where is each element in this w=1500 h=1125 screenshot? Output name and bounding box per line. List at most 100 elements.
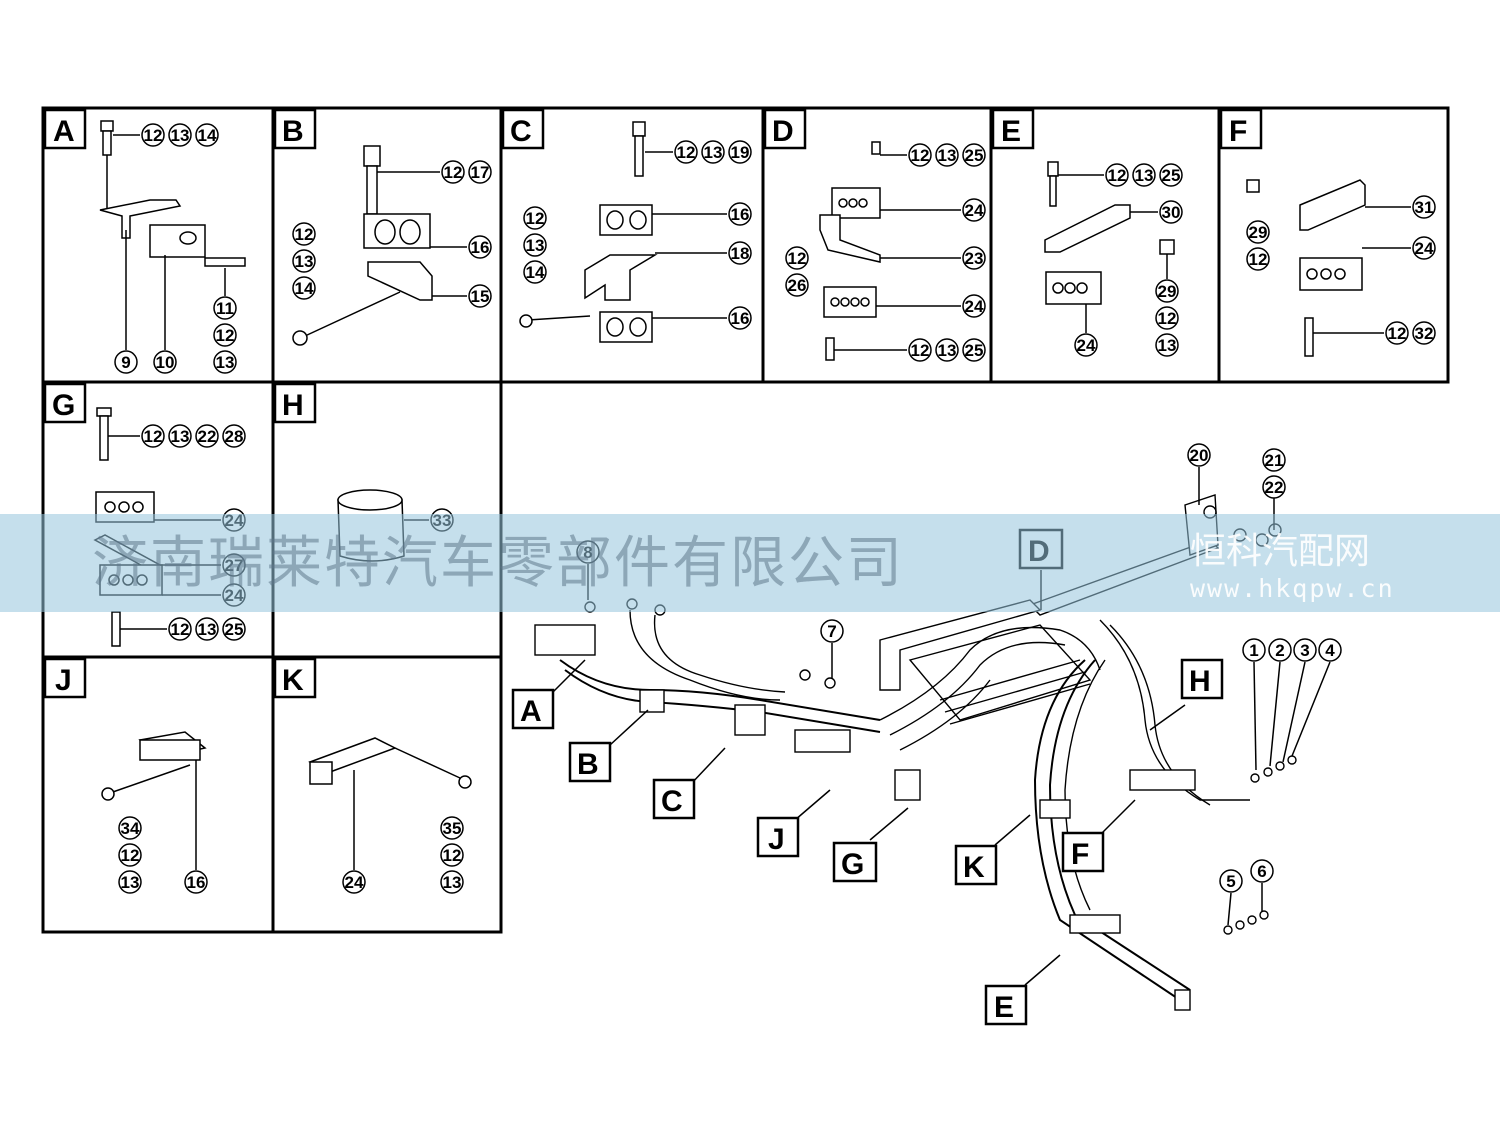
main-leaders [549, 467, 1331, 986]
panel-label-d: D [772, 115, 794, 148]
callout: 23 [965, 249, 984, 268]
panel-E: E 12 13 25 30 29 12 13 24 [991, 108, 1183, 357]
callout: 24 [225, 511, 244, 530]
callout: 13 [1135, 166, 1154, 185]
main-assembly [534, 494, 1297, 1011]
callout: 13 [121, 873, 140, 892]
callout: 16 [731, 205, 750, 224]
callout: 32 [1415, 324, 1434, 343]
panel-K: K 24 35 12 13 [273, 657, 472, 894]
callouts-j: 34 12 13 16 [118, 760, 208, 894]
callout: 2 [1275, 641, 1284, 660]
panel-C: C 12 13 19 16 18 16 12 13 14 [501, 108, 752, 343]
callout: 13 [1158, 336, 1177, 355]
panel-label-k: K [282, 664, 304, 697]
panel-label-g: G [52, 389, 75, 422]
callout: 12 [1249, 250, 1268, 269]
panel-H: H 33 [273, 382, 454, 562]
panel-grid [41, 106, 1450, 934]
panel-label-h: H [282, 389, 304, 422]
callout: 13 [295, 252, 314, 271]
callout: 27 [225, 556, 244, 575]
callout: 12 [443, 846, 462, 865]
panel-label-c: C [510, 115, 532, 148]
callout: 13 [938, 341, 957, 360]
callout: 22 [1265, 478, 1284, 497]
callouts-a: 12 13 14 9 10 11 12 13 [113, 123, 237, 374]
callout: 18 [731, 244, 750, 263]
main-callouts: 8 7 20 21 22 1 2 3 4 5 6 [576, 443, 1342, 893]
callouts-g: 12 13 22 28 24 27 24 12 13 25 [108, 424, 246, 641]
main-labels: A B C J G D H K F E [511, 528, 1224, 1026]
callout: 13 [216, 353, 235, 372]
callout: 14 [198, 126, 217, 145]
callout: 12 [1108, 166, 1127, 185]
callout: 35 [443, 819, 462, 838]
callout: 7 [827, 622, 836, 641]
panel-G: G 12 13 22 28 24 27 24 12 13 25 [43, 382, 246, 647]
main-label-e: E [994, 991, 1014, 1024]
callouts-k: 24 35 12 13 [342, 770, 464, 894]
callout: 25 [1162, 166, 1181, 185]
callout: 17 [471, 163, 490, 182]
callout: 10 [156, 353, 175, 372]
callout: 12 [171, 620, 190, 639]
main-label-c: C [661, 785, 683, 818]
callout: 3 [1300, 641, 1309, 660]
callout: 12 [444, 163, 463, 182]
main-label-f: F [1071, 838, 1089, 871]
callout: 12 [144, 427, 163, 446]
panel-label-j: J [55, 664, 72, 697]
callout: 13 [704, 143, 723, 162]
callout: 13 [171, 126, 190, 145]
callout: 21 [1265, 451, 1284, 470]
panel-B: B 12 17 16 15 12 13 14 [273, 108, 492, 346]
callout: 15 [471, 287, 490, 306]
callout: 12 [788, 249, 807, 268]
callout: 13 [938, 146, 957, 165]
callout: 16 [471, 238, 490, 257]
callout: 12 [911, 341, 930, 360]
callout: 4 [1325, 641, 1335, 660]
callout: 28 [225, 427, 244, 446]
main-label-d: D [1028, 535, 1050, 568]
callout: 12 [1388, 324, 1407, 343]
callout: 6 [1257, 862, 1266, 881]
callout: 13 [198, 620, 217, 639]
callout: 9 [121, 353, 130, 372]
callouts-e: 12 13 25 30 29 12 13 24 [1058, 163, 1183, 357]
callouts-c: 12 13 19 16 18 16 12 13 14 [523, 140, 752, 330]
callout: 24 [345, 873, 364, 892]
panel-label-a: A [53, 115, 75, 148]
callout: 12 [144, 126, 163, 145]
callout: 25 [225, 620, 244, 639]
callout: 25 [965, 146, 984, 165]
callouts-d: 12 13 25 24 23 24 12 13 25 12 26 [785, 143, 986, 362]
panel-J: J 34 12 13 16 [43, 657, 208, 894]
callout: 16 [187, 873, 206, 892]
callout: 12 [911, 146, 930, 165]
callout: 31 [1415, 198, 1434, 217]
panel-F: F 31 24 12 32 29 12 [1219, 108, 1436, 357]
callout: 24 [225, 586, 244, 605]
callout: 24 [965, 297, 984, 316]
callout: 26 [788, 276, 807, 295]
sleeve-part [337, 489, 405, 562]
callout: 12 [121, 846, 140, 865]
panel-A: A 12 13 14 9 10 11 12 13 [43, 108, 246, 374]
callout: 29 [1158, 282, 1177, 301]
callout: 12 [216, 326, 235, 345]
callouts-f: 31 24 12 32 29 12 [1246, 195, 1436, 345]
callout: 12 [295, 225, 314, 244]
main-label-b: B [577, 748, 599, 781]
callout: 22 [198, 427, 217, 446]
callout: 25 [965, 341, 984, 360]
callout: 16 [731, 309, 750, 328]
callout: 14 [295, 279, 314, 298]
panel-label-f: F [1229, 115, 1247, 148]
callout: 5 [1226, 872, 1235, 891]
callout: 30 [1162, 203, 1181, 222]
callout: 11 [216, 299, 234, 318]
callout: 13 [171, 427, 190, 446]
